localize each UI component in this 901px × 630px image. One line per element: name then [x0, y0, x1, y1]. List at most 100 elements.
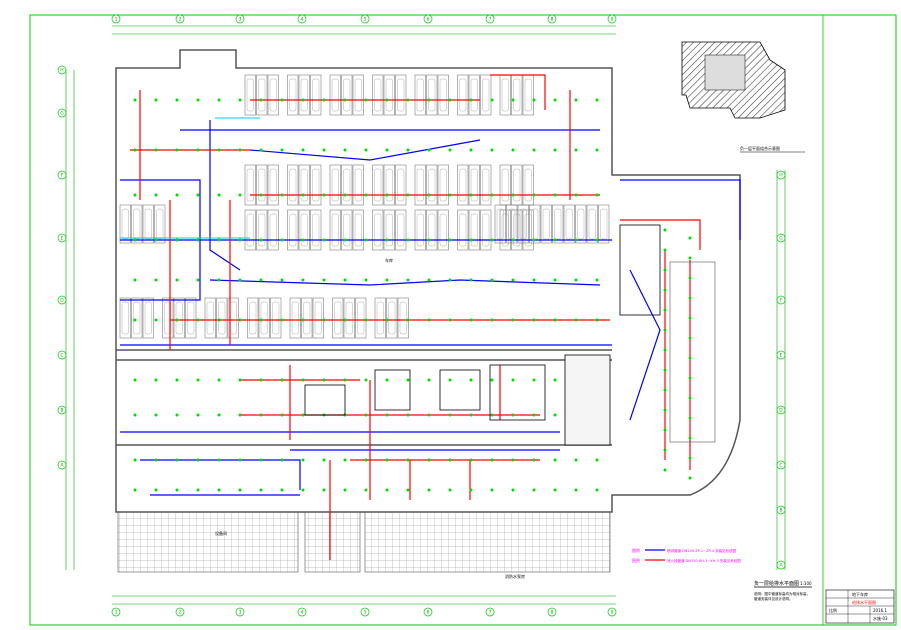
sprinkler-head	[490, 193, 494, 197]
right-axis-F: F	[776, 295, 786, 305]
sprinkler-head	[385, 278, 389, 282]
parking-stall	[563, 204, 575, 244]
ramp-stalls-right	[669, 261, 716, 443]
sprinkler-head	[406, 193, 410, 197]
parked-car	[121, 301, 129, 335]
tb-date: 2016.1	[873, 608, 887, 613]
sprinkler-head	[343, 488, 347, 492]
sprinkler-head	[595, 278, 599, 282]
parked-car	[300, 213, 308, 247]
sprinkler-head	[238, 193, 242, 197]
sprinkler-head	[595, 193, 599, 197]
title-block: 地下车库 给排水平面图 比例 2016.1 水施-03	[825, 589, 895, 624]
sprinkler-head	[574, 238, 578, 242]
parking-stall	[437, 209, 449, 251]
parking-stall	[540, 204, 552, 244]
top-axis-6: 6	[423, 14, 433, 24]
note-line-1: 说明：图中管道标高均为相对标高，	[754, 591, 810, 596]
sprinkler-head	[154, 193, 158, 197]
tb-scale-label: 比例	[829, 607, 837, 613]
sprinkler-head	[385, 238, 389, 242]
right-axis-B: B	[776, 505, 786, 515]
sprinkler-head	[663, 388, 667, 392]
sprinkler-head	[364, 413, 368, 417]
parking-stall	[383, 164, 395, 206]
parked-car	[470, 168, 478, 202]
parked-car	[175, 301, 183, 335]
parking-stall	[142, 204, 154, 244]
sprinkler-head	[448, 458, 452, 462]
parked-car	[269, 213, 277, 247]
sprinkler-head	[469, 193, 473, 197]
sprinkler-head	[175, 378, 179, 382]
sprinkler-head	[448, 318, 452, 322]
drain-pipes	[120, 120, 741, 496]
sprinkler-head	[406, 238, 410, 242]
sprinkler-head	[217, 378, 221, 382]
parked-car	[144, 208, 152, 240]
auxiliary-pipes	[120, 117, 260, 239]
sprinkler-head	[364, 488, 368, 492]
sprinkler-head	[343, 318, 347, 322]
sprinkler-head	[322, 458, 326, 462]
sprinkler-head	[154, 378, 158, 382]
parked-car	[470, 213, 478, 247]
parking-stall	[247, 297, 259, 339]
sprinkler-head	[301, 98, 305, 102]
sprinkler-head	[175, 488, 179, 492]
sprinkler-head	[427, 193, 431, 197]
sprinkler-head	[175, 413, 179, 417]
sprinkler-head	[595, 98, 599, 102]
parked-car	[397, 168, 405, 202]
sprinkler-head	[663, 308, 667, 312]
parked-car	[312, 168, 320, 202]
parking-stall	[310, 74, 322, 116]
drawing-title: 负一层给排水平面图	[754, 580, 799, 587]
sprinkler-head	[688, 476, 692, 480]
parked-car	[187, 301, 195, 335]
sprinkler-head	[595, 318, 599, 322]
parking-stall	[332, 297, 344, 339]
top-axis-label: 2	[179, 17, 182, 23]
bottom-axis-label: 2	[179, 610, 182, 616]
parking-stall	[329, 209, 341, 251]
sprinkler-head	[511, 98, 515, 102]
sprinkler-head	[154, 148, 158, 152]
equipment-rooms	[304, 224, 661, 446]
parking-stall	[287, 164, 299, 206]
sprinkler-head	[663, 248, 667, 252]
parking-stall	[256, 74, 268, 116]
sprinkler-head	[259, 488, 263, 492]
sprinkler-head	[280, 488, 284, 492]
sprinkler-head	[364, 318, 368, 322]
legend-text-2: 消火栓管道 DN150 XH-1~XH-3 安装见系统图	[667, 558, 741, 563]
sprinkler-head	[301, 488, 305, 492]
parking-stall	[372, 164, 384, 206]
sprinkler-head	[553, 193, 557, 197]
bottom-axis-4: 4	[297, 607, 307, 617]
bottom-axis-label: 9	[611, 610, 614, 616]
parked-car	[459, 213, 467, 247]
parking-stall	[598, 204, 610, 244]
parking-stall	[227, 297, 239, 339]
sprinkler-head	[322, 488, 326, 492]
legend-label-2: 图例	[632, 557, 640, 563]
right-axis-C: C	[776, 460, 786, 470]
sprinkler-head	[427, 238, 431, 242]
building-outline	[115, 49, 741, 513]
sprinkler-head	[385, 413, 389, 417]
sprinkler-head	[154, 98, 158, 102]
sprinkler-head	[427, 413, 431, 417]
sprinkler-head	[406, 318, 410, 322]
parked-car	[343, 168, 351, 202]
top-axis-label: 6	[427, 17, 430, 23]
sprinkler-head	[196, 238, 200, 242]
bottom-axis-label: 6	[427, 610, 430, 616]
bottom-axis-7: 7	[485, 607, 495, 617]
parked-car	[121, 208, 129, 240]
sprinkler-head	[469, 98, 473, 102]
parked-car	[229, 301, 237, 335]
parked-car	[260, 301, 268, 335]
